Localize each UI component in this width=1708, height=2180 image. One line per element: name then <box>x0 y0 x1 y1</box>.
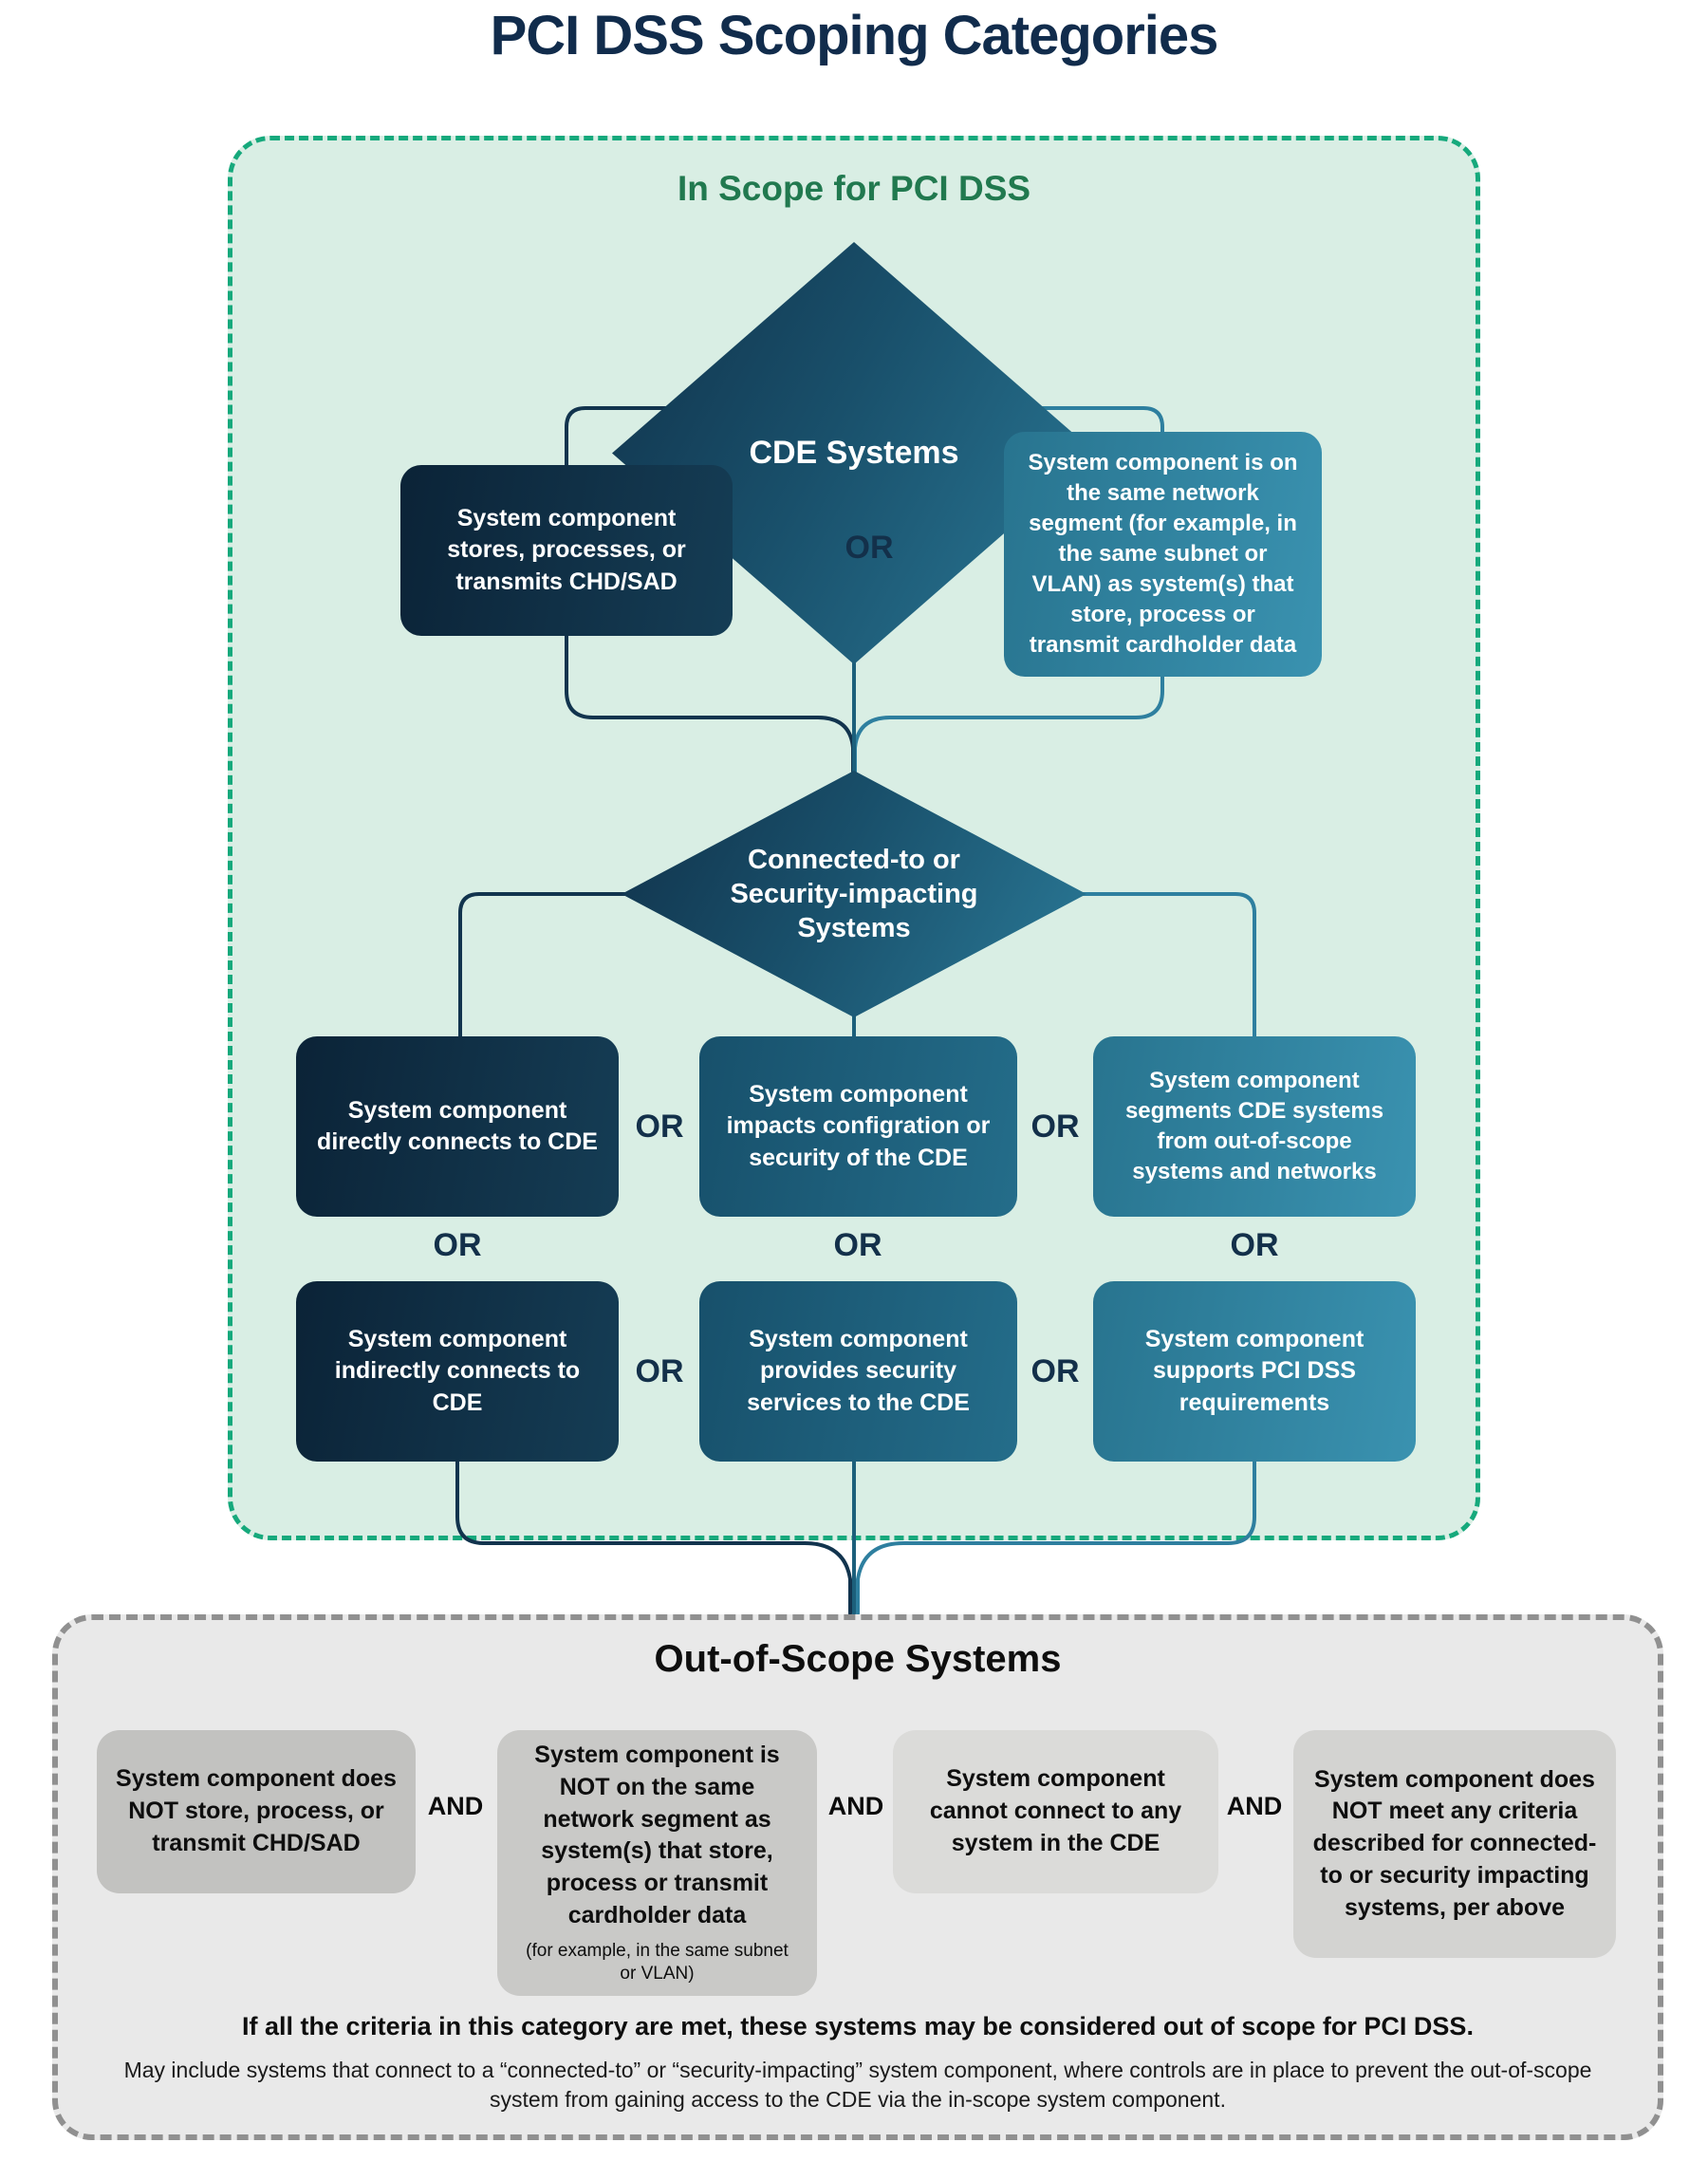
tier1-left-box-text: System component stores, processes, or t… <box>447 505 686 595</box>
tier1-left-box: System component stores, processes, or t… <box>400 465 733 636</box>
and-label-3: AND <box>1226 1792 1283 1820</box>
page-title: PCI DSS Scoping Categories <box>490 5 1219 66</box>
out-of-scope-footer-bold: If all the criteria in this category are… <box>242 2012 1474 2040</box>
row1-box-segments-cde: System component segments CDE systems fr… <box>1093 1036 1416 1217</box>
or-label-tier1: OR <box>845 530 894 566</box>
row1-box-impacts-configuration-text: System component impacts configration or… <box>726 1081 991 1171</box>
tier1-right-box-text: System component is on the same network … <box>1028 450 1298 658</box>
or-label-row1-a: OR <box>635 1109 684 1145</box>
row2-box-security-services: System component provides security servi… <box>699 1281 1017 1462</box>
out-box-cannot-connect-text: System component cannot connect to any s… <box>929 1765 1182 1856</box>
row1-box-directly-connects: System component directly connects to CD… <box>296 1036 619 1217</box>
or-label-row1-b: OR <box>1030 1109 1080 1145</box>
out-box-not-meet-criteria-text: System component does NOT meet any crite… <box>1312 1765 1597 1921</box>
row1-box-segments-cde-text: System component segments CDE systems fr… <box>1124 1068 1384 1184</box>
out-box-not-same-segment-text: System component is NOT on the same netw… <box>534 1742 780 1928</box>
connected-to-diamond-label: Connected-to or Security-impacting Syste… <box>730 844 978 944</box>
row2-box-supports-pci-text: System component supports PCI DSS requir… <box>1144 1326 1365 1416</box>
row2-box-indirectly-connects: System component indirectly connects to … <box>296 1281 619 1462</box>
out-box-not-store: System component does NOT store, process… <box>97 1730 416 1893</box>
out-box-not-meet-criteria: System component does NOT meet any crite… <box>1293 1730 1616 1958</box>
row1-box-impacts-configuration: System component impacts configration or… <box>699 1036 1017 1217</box>
out-box-not-store-text: System component does NOT store, process… <box>116 1765 397 1856</box>
tier1-right-box: System component is on the same network … <box>1004 432 1322 677</box>
or-label-column3: OR <box>1230 1227 1279 1263</box>
cde-systems-diamond-label: CDE Systems <box>749 435 959 471</box>
or-label-row2-a: OR <box>635 1353 684 1389</box>
out-of-scope-heading: Out-of-Scope Systems <box>654 1638 1062 1680</box>
or-label-column2: OR <box>833 1227 882 1263</box>
row2-box-indirectly-connects-text: System component indirectly connects to … <box>334 1326 581 1416</box>
out-box-not-same-segment: System component is NOT on the same netw… <box>497 1730 817 1996</box>
out-of-scope-footer-text: May include systems that connect to a “c… <box>123 2058 1592 2113</box>
and-label-2: AND <box>827 1792 884 1820</box>
and-label-1: AND <box>427 1792 484 1820</box>
row2-box-security-services-text: System component provides security servi… <box>747 1326 970 1416</box>
or-label-row2-b: OR <box>1030 1353 1080 1389</box>
row2-box-supports-pci: System component supports PCI DSS requir… <box>1093 1281 1416 1462</box>
or-label-column1: OR <box>433 1227 482 1263</box>
in-scope-heading: In Scope for PCI DSS <box>677 169 1031 208</box>
out-box-not-same-segment-note: (for example, in the same subnet or VLAN… <box>526 1940 789 1984</box>
row1-box-directly-connects-text: System component directly connects to CD… <box>317 1096 598 1155</box>
out-box-cannot-connect: System component cannot connect to any s… <box>893 1730 1218 1893</box>
